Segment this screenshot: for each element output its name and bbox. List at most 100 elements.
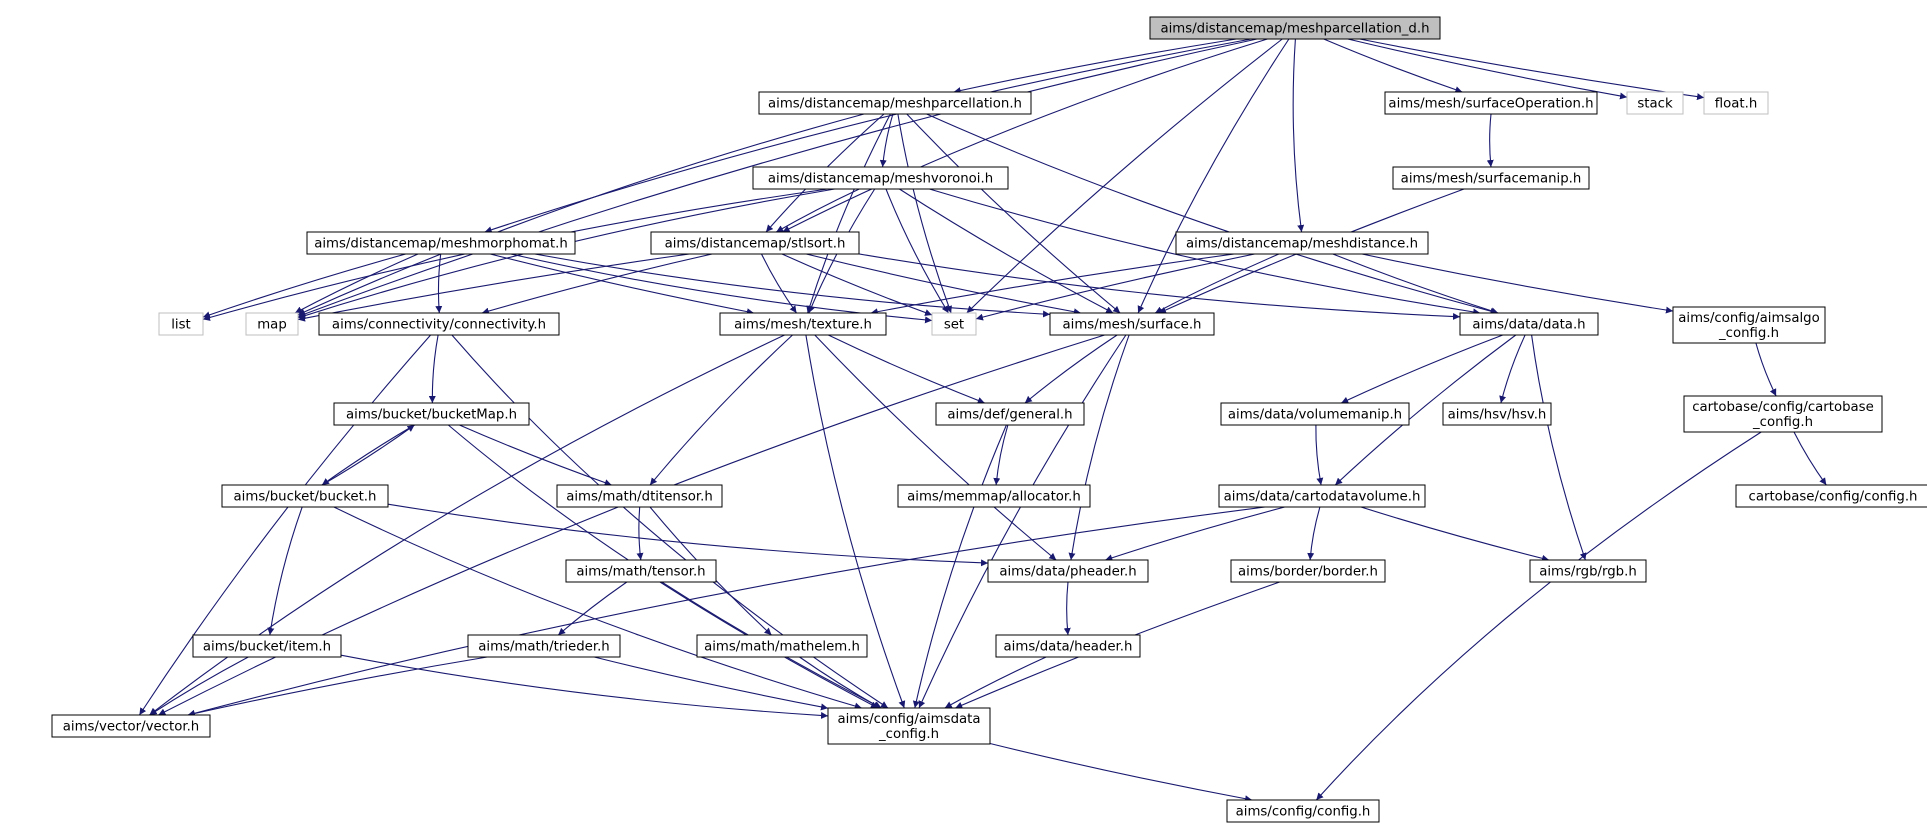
node-bucketMap[interactable]: aims/bucket/bucketMap.h: [333, 402, 530, 426]
edge-cartodatavolume-to-border: [1307, 506, 1321, 561]
edge-stlsort-to-texture: [761, 253, 797, 314]
node-label: aims/bucket/bucketMap.h: [346, 408, 517, 423]
node-texture[interactable]: aims/mesh/texture.h: [719, 312, 887, 336]
node-hsv[interactable]: aims/hsv/hsv.h: [1442, 402, 1552, 426]
edge-texture-to-vector: [149, 334, 785, 716]
node-box: [696, 634, 868, 658]
node-box: [1529, 559, 1647, 583]
node-box: [318, 312, 560, 336]
node-trieder[interactable]: aims/math/trieder.h: [467, 634, 621, 658]
edge-cartodatavolume-to-vector: [187, 506, 1266, 717]
node-tensor[interactable]: aims/math/tensor.h: [565, 559, 717, 583]
node-mathelem[interactable]: aims/math/mathelem.h: [696, 634, 868, 658]
node-meshdistance[interactable]: aims/distancemap/meshdistance.h: [1175, 231, 1429, 255]
node-bucket[interactable]: aims/bucket/bucket.h: [221, 484, 389, 508]
edge-cartobase_config-to-cb_config: [1793, 431, 1827, 486]
node-box: [650, 231, 860, 255]
node-surfacemanip[interactable]: aims/mesh/surfacemanip.h: [1392, 166, 1590, 190]
node-item[interactable]: aims/bucket/item.h: [192, 634, 342, 658]
edge-meshmorphomat-to-map: [294, 253, 419, 314]
node-aimsdata[interactable]: aims/config/aimsdata_config.h: [827, 707, 991, 745]
edge-root-to-set: [966, 38, 1283, 314]
node-data[interactable]: aims/data/data.h: [1459, 312, 1599, 336]
node-box: [51, 714, 211, 738]
node-box: [1230, 559, 1386, 583]
node-meshparcellation[interactable]: aims/distancemap/meshparcellation.h: [758, 91, 1032, 115]
node-stlsort[interactable]: aims/distancemap/stlsort.h: [650, 231, 860, 255]
node-box: [221, 484, 389, 508]
edge-meshparcellation-to-data: [926, 113, 1498, 315]
node-label: _config.h: [878, 727, 939, 742]
node-cb_config[interactable]: cartobase/config/config.h: [1735, 484, 1927, 508]
node-list: list: [158, 312, 204, 336]
node-dtitensor[interactable]: aims/math/dtitensor.h: [556, 484, 723, 508]
node-label: aims/config/aimsalgo: [1678, 311, 1820, 326]
node-pheader[interactable]: aims/data/pheader.h: [987, 559, 1149, 583]
node-general[interactable]: aims/def/general.h: [935, 402, 1085, 426]
node-vector[interactable]: aims/vector/vector.h: [51, 714, 211, 738]
node-label: aims/data/header.h: [1004, 640, 1133, 655]
node-surfaceOperation[interactable]: aims/mesh/surfaceOperation.h: [1384, 91, 1598, 115]
node-meshvoronoi[interactable]: aims/distancemap/meshvoronoi.h: [752, 166, 1009, 190]
edge-bucket-to-bucketMap: [321, 424, 415, 486]
edge-bucketMap-to-dtitensor: [459, 424, 612, 486]
node-root: aims/distancemap/meshparcellation_d.h: [1149, 16, 1441, 40]
edge-root-to-stack: [1347, 38, 1628, 100]
node-box: [987, 559, 1149, 583]
edge-bucket-to-item: [267, 506, 303, 636]
node-label: aims/distancemap/stlsort.h: [665, 237, 846, 252]
node-label: _config.h: [1718, 326, 1779, 341]
node-label: aims/distancemap/meshparcellation.h: [768, 97, 1022, 112]
node-label: aims/data/data.h: [1472, 318, 1585, 333]
node-cartodatavolume[interactable]: aims/data/cartodatavolume.h: [1218, 484, 1426, 508]
node-label: aims/config/config.h: [1236, 805, 1371, 820]
edge-surface-to-aimsdata: [918, 334, 1127, 709]
edge-tensor-to-trieder: [557, 581, 628, 636]
edge-surfaceOperation-to-surfacemanip: [1486, 113, 1494, 168]
node-label: aims/memmap/allocator.h: [907, 490, 1081, 505]
node-connectivity[interactable]: aims/connectivity/connectivity.h: [318, 312, 560, 336]
edge-connectivity-to-aimsdata: [451, 334, 889, 709]
edge-meshparcellation-to-set: [897, 113, 952, 314]
node-box: [1049, 312, 1215, 336]
edge-stlsort-to-set: [781, 253, 933, 316]
node-label: aims/math/dtitensor.h: [566, 490, 713, 505]
edge-meshdistance-to-surface: [1154, 253, 1280, 314]
node-border[interactable]: aims/border/border.h: [1230, 559, 1386, 583]
edge-root-to-surfaceOperation: [1323, 38, 1463, 94]
edge-volumemanip-to-cartodatavolume: [1315, 424, 1324, 486]
edge-trieder-to-vector: [187, 656, 488, 717]
edge-root-to-stlsort: [782, 38, 1268, 233]
node-volumemanip[interactable]: aims/data/volumemanip.h: [1220, 402, 1410, 426]
node-label: set: [944, 318, 964, 333]
node-meshmorphomat[interactable]: aims/distancemap/meshmorphomat.h: [306, 231, 576, 255]
node-box: [1703, 91, 1769, 115]
node-stack: stack: [1626, 91, 1684, 115]
edge-data-to-cartodatavolume: [1334, 334, 1517, 486]
node-aimsalgo[interactable]: aims/config/aimsalgo_config.h: [1672, 306, 1826, 344]
edge-root-to-float: [1359, 38, 1705, 101]
node-label: aims/math/mathelem.h: [704, 640, 860, 655]
edge-stlsort-to-data: [858, 253, 1461, 320]
edge-mathelem-to-aimsdata: [799, 656, 881, 709]
edge-aimsdata-to-config: [989, 742, 1253, 803]
node-rgb[interactable]: aims/rgb/rgb.h: [1529, 559, 1647, 583]
node-config[interactable]: aims/config/config.h: [1226, 799, 1380, 823]
node-surface[interactable]: aims/mesh/surface.h: [1049, 312, 1215, 336]
node-allocator[interactable]: aims/memmap/allocator.h: [897, 484, 1091, 508]
node-cartobase_config[interactable]: cartobase/config/cartobase_config.h: [1683, 395, 1883, 433]
edge-surface-to-vector: [158, 334, 1105, 716]
node-box: [1626, 91, 1684, 115]
file-nodes: aims/distancemap/meshparcellation_d.haim…: [51, 16, 1927, 823]
node-box: [1384, 91, 1598, 115]
node-label: float.h: [1715, 97, 1758, 112]
edge-bucket-to-aimsdata: [333, 506, 862, 710]
edge-meshparcellation-to-texture: [806, 113, 891, 314]
node-set: set: [931, 312, 977, 336]
node-box: [935, 402, 1085, 426]
edge-cartodatavolume-to-pheader: [1105, 506, 1285, 562]
node-header[interactable]: aims/data/header.h: [995, 634, 1141, 658]
node-label: aims/rgb/rgb.h: [1539, 565, 1637, 580]
edge-meshmorphomat-to-texture: [490, 253, 754, 316]
edge-texture-to-pheader: [814, 334, 1057, 561]
